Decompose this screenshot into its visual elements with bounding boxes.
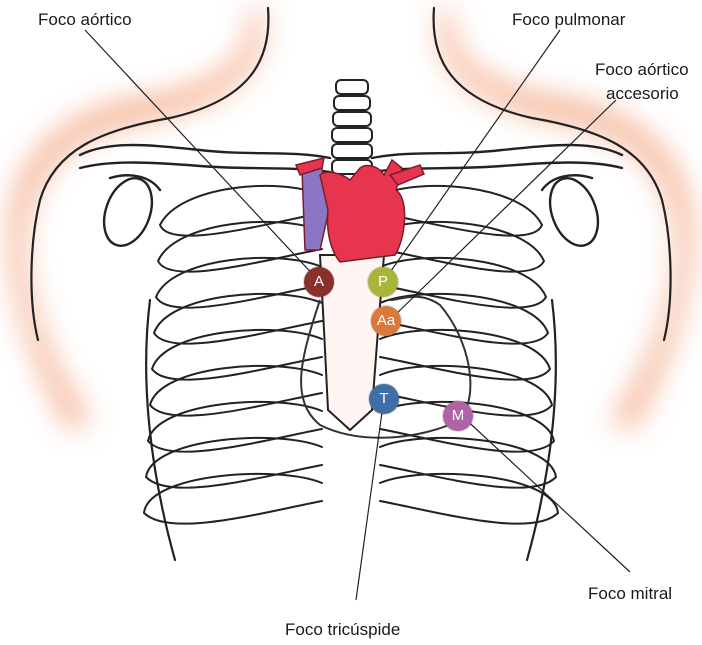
pulmonary-focus-label: Foco pulmonar	[512, 10, 625, 30]
right-rib	[380, 438, 556, 488]
accessory-aortic-focus-label-line2: accesorio	[606, 84, 679, 104]
tricuspid-focus-label: Foco tricúspide	[285, 620, 400, 640]
left-rib	[144, 474, 322, 524]
mitral-focus-label: Foco mitral	[588, 584, 672, 604]
left-rib	[148, 402, 322, 452]
left-rib	[160, 186, 322, 236]
aortic-focus-marker: A	[304, 267, 334, 297]
great-vessels	[296, 158, 424, 262]
mitral-focus-marker: M	[443, 401, 473, 431]
accessory-aortic-focus-marker: Aa	[371, 306, 401, 336]
left-rib	[146, 438, 322, 488]
pulmonary-focus-marker: P	[368, 267, 398, 297]
right-rib	[380, 474, 558, 524]
accessory-aortic-focus-label-line1: Foco aórtico	[595, 60, 689, 80]
aortic-focus-label: Foco aórtico	[38, 10, 132, 30]
spine	[332, 80, 372, 174]
tricuspid-focus-marker: T	[369, 384, 399, 414]
